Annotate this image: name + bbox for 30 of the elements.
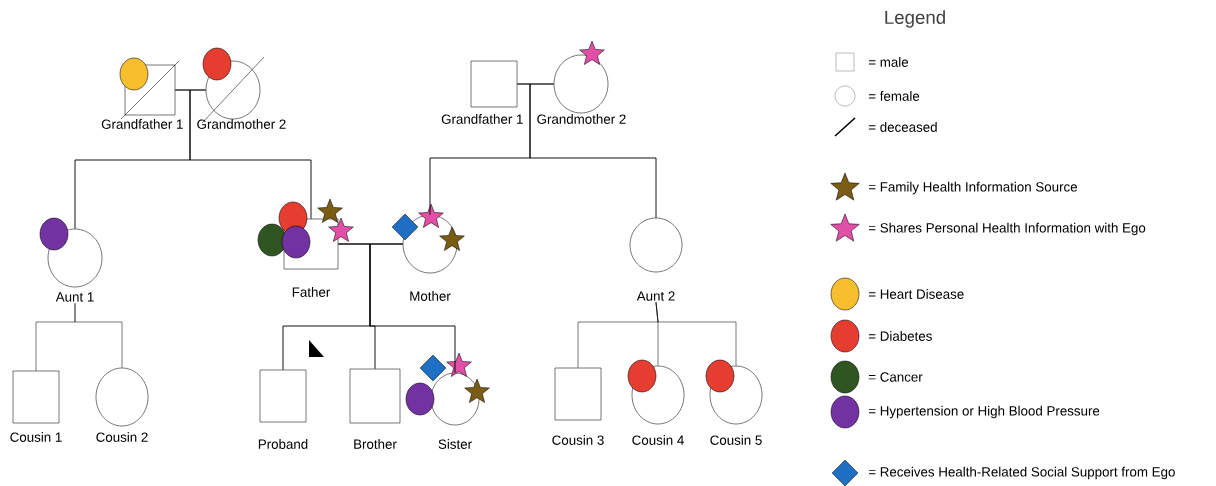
pedigree-line [74,303,123,368]
name-label: Cousin 4 [632,435,684,445]
legend-text: = Family Health Information Source [868,181,1077,195]
name-label: Grandmother 2 [537,114,626,124]
legend-text: = Receives Health-Related Social Support from Ego [868,466,1175,480]
legend-text: = male [868,57,909,67]
legend-text: = female [868,91,920,101]
name-label: Father [292,287,331,297]
name-label: Cousin 5 [710,435,762,445]
name-label: Sister [438,439,472,449]
name-label: Aunt 2 [636,291,675,301]
legend-title: Legend [885,10,945,28]
legend-text: = Heart Disease [868,289,964,299]
name-label: Grandfather 1 [101,119,183,129]
legend-text: = Diabetes [868,331,932,341]
name-label: Proband [258,439,308,449]
legend-text: = Cancer [868,372,923,382]
name-label: Grandfather 1 [441,114,523,124]
name-label: Aunt 1 [55,292,94,302]
pedigree-line [369,243,456,373]
legend-text: = Shares Personal Health Information with Ego [868,222,1146,236]
name-label: Cousin 1 [10,432,62,442]
legend-text: = deceased [868,122,937,132]
name-label: Cousin 3 [552,435,604,445]
name-label: Cousin 2 [96,432,148,442]
name-label: Grandmother 2 [197,119,286,129]
name-label: Brother [354,439,397,449]
name-label: Mother [410,291,451,301]
pedigree-line [655,302,737,366]
legend-text: = Hypertension or High Blood Pressure [868,405,1100,419]
